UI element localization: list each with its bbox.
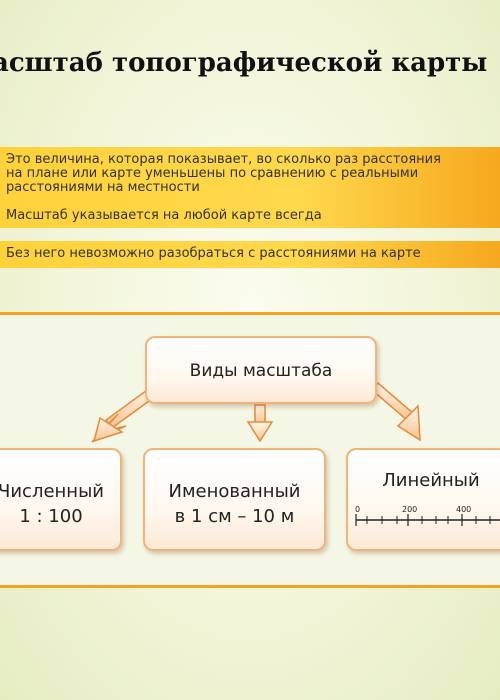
linear-scale-name: Линейный (382, 470, 480, 491)
importance-text: Без него невозможно разобраться с рассто… (6, 246, 421, 261)
named-scale-example: в 1 см – 10 м (174, 506, 295, 527)
numeric-scale-box: Численный 1 : 100 (0, 448, 122, 551)
definition-line: расстояниями на местности (6, 180, 200, 195)
arrow-to-named (246, 404, 274, 443)
fact-text: Масштаб указывается на любой карте всегд… (6, 208, 322, 223)
fact-band: Масштаб указывается на любой карте всегд… (0, 204, 500, 228)
named-scale-box: Именованный в 1 см – 10 м (143, 448, 326, 551)
linear-tick-label: 200 (402, 505, 417, 514)
scale-types-label: Виды масштаба (189, 361, 333, 381)
numeric-scale-name: Численный (0, 481, 104, 502)
linear-scale-bar: 0 200 400 (355, 505, 500, 526)
slide-title: асштаб топографической карты (0, 48, 488, 78)
arrow-to-numeric (91, 386, 158, 443)
linear-tick-label: 400 (456, 505, 471, 514)
definition-line: на плане или карте уменьшены по сравнени… (6, 166, 419, 181)
definition-band: Это величина, которая показывает, во ско… (0, 147, 500, 210)
importance-band: Без него невозможно разобраться с рассто… (0, 241, 500, 268)
definition-line: Это величина, которая показывает, во ско… (6, 152, 441, 167)
linear-scale-box: Линейный 0 200 400 (346, 448, 500, 551)
scale-types-box: Виды масштаба (145, 336, 377, 404)
named-scale-name: Именованный (168, 481, 301, 502)
linear-tick-label: 0 (355, 505, 360, 514)
numeric-scale-example: 1 : 100 (19, 506, 83, 527)
arrow-to-linear (370, 381, 421, 442)
